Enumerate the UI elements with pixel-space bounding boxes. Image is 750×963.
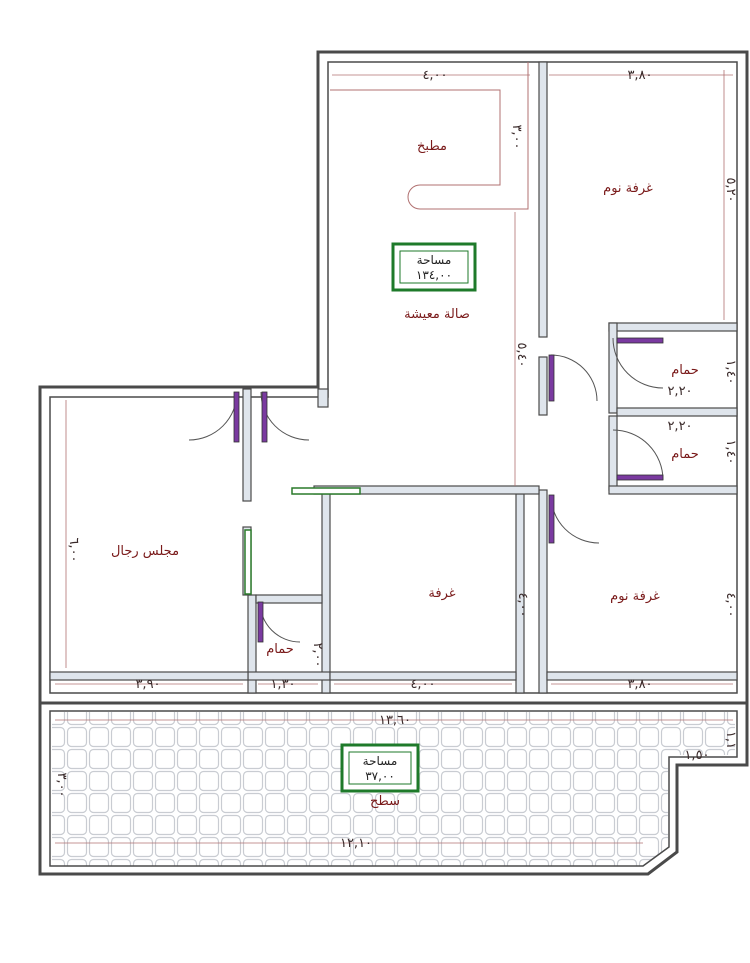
dim-wc-width: ١,٣٠ — [270, 677, 295, 692]
dim-top-left-width: ٤,٠٠ — [422, 68, 447, 83]
dim-room-width: ٤,٠٠ — [410, 677, 435, 692]
door-swing-bath1 — [612, 337, 664, 389]
dim-bath1-depth: ١,٤٠ — [723, 359, 738, 384]
kitchen-counter-outline — [330, 62, 529, 210]
door-leaf-wc — [257, 601, 264, 643]
wall-hall-right — [538, 61, 548, 338]
dim-bath1-width: ٢,٢٠ — [667, 384, 692, 399]
dim-terrace-depth: ٣,٠٠ — [54, 772, 69, 797]
wall-bath-divider — [616, 407, 738, 417]
room-label-kitchen: مطبخ — [417, 139, 447, 154]
room-label-bedroom2: غرفة نوم — [610, 589, 660, 604]
dimension-lines — [55, 70, 733, 844]
sliding-door-living — [244, 529, 252, 595]
wall-living-bottom — [49, 671, 249, 681]
dimension-labels: ٤,٠٠ ٣,٨٠ ٣,٠٠ ٥,٢٠ ٥,٤٠ ١,٤٠ ٢,٢٠ ٢,٢٠ … — [54, 68, 738, 851]
door-leaf-living — [233, 391, 240, 443]
door-swing-wc — [259, 601, 301, 643]
dim-bath2-width: ٢,٢٠ — [667, 419, 692, 434]
interior-walls — [49, 61, 738, 694]
door-leaf-bedroom2 — [548, 494, 555, 544]
dim-terrace-bottom: ١٢,١٠ — [340, 836, 372, 851]
room-label-master-bedroom: غرفة نوم — [603, 181, 653, 196]
wall-living-right — [242, 388, 252, 502]
sliding-door-corridor — [291, 487, 361, 495]
kitchen-counter — [330, 62, 529, 210]
door-swing-entry — [260, 391, 310, 441]
wall-room-bottom — [329, 671, 517, 681]
area-badge-terrace-inner — [348, 751, 412, 785]
dim-hall-height: ٥,٤٠ — [514, 342, 529, 367]
sliding-doors — [244, 487, 361, 595]
room-label-bath1: حمام — [671, 363, 699, 378]
room-label-room: غرفة — [428, 586, 455, 601]
door-swing-bedroom2 — [550, 494, 600, 544]
wall-entry — [317, 388, 329, 408]
dim-room-height: ٤,٠٠ — [515, 592, 530, 617]
wall-wc-top — [255, 594, 323, 604]
area-badge-main: مساحة ١٣٤,٠٠ — [391, 242, 477, 292]
area-badge-main-frame — [391, 242, 477, 292]
dim-terrace-length: ١٣,٦٠ — [379, 713, 411, 728]
door-swing-bath2 — [612, 429, 664, 481]
wall-wc-left — [247, 594, 257, 694]
door-leaf-bath1 — [616, 337, 664, 344]
dim-kitchen-depth: ٣,٠٠ — [509, 124, 524, 149]
dim-bath2-depth: ١,٤٠ — [723, 439, 738, 464]
dim-top-right-width: ٣,٨٠ — [627, 68, 652, 83]
door-leaf-bath2 — [616, 474, 664, 481]
door-leaves — [233, 337, 664, 643]
wall-bath2-left — [608, 415, 618, 491]
room-label-wc: حمام — [266, 642, 294, 657]
dim-bedroom2-width: ٣,٨٠ — [627, 677, 652, 692]
room-labels: مطبخ غرفة نوم صالة معيشة حمام حمام مجلس … — [111, 139, 699, 809]
terrace-wall-outer — [38, 701, 749, 876]
wall-bedroom1-bottom — [608, 322, 738, 332]
area-badge-main-value: ١٣٤,٠٠ — [416, 268, 452, 282]
wall-bath2-bottom — [608, 485, 738, 495]
room-label-bath2: حمام — [671, 447, 699, 462]
outer-walls — [38, 50, 749, 705]
dim-terrace-step: ١,١ — [723, 731, 738, 749]
door-swing-hall-right — [550, 354, 598, 402]
area-badge-terrace-value: ٣٧,٠٠ — [365, 769, 395, 783]
dim-living-height: ٦,٠٠ — [66, 537, 81, 562]
room-label-hall: صالة معيشة — [404, 307, 470, 322]
terrace-wall-inner — [49, 710, 738, 867]
wall-hall-right-lower — [538, 356, 548, 416]
outer-wall-outline — [38, 50, 749, 705]
door-swing-living — [188, 391, 238, 441]
dim-wc-depth: ٢,٠٠ — [310, 642, 325, 667]
room-label-terrace: سطح — [370, 794, 400, 809]
area-badge-terrace: مساحة ٣٧,٠٠ — [340, 743, 420, 793]
dim-bedroom2-height: ٤,٠٠ — [723, 592, 738, 617]
area-badge-main-title: مساحة — [417, 253, 452, 267]
dim-terrace-short: ١,٥٠ — [684, 748, 709, 763]
wall-bath-left — [608, 322, 618, 414]
door-leaf-entry — [261, 391, 268, 443]
area-badge-main-inner — [399, 250, 469, 284]
dim-living-width: ٣,٩٠ — [135, 677, 160, 692]
wall-bedroom2-bottom — [546, 671, 738, 681]
area-badge-terrace-frame — [340, 743, 420, 793]
area-badge-terrace-title: مساحة — [363, 754, 398, 768]
room-label-living: مجلس رجال — [111, 544, 179, 559]
dim-bedroom1-height: ٥,٢٠ — [723, 177, 738, 202]
door-leaf-hall-right — [548, 354, 555, 402]
wall-bedroom2-left — [538, 489, 548, 694]
